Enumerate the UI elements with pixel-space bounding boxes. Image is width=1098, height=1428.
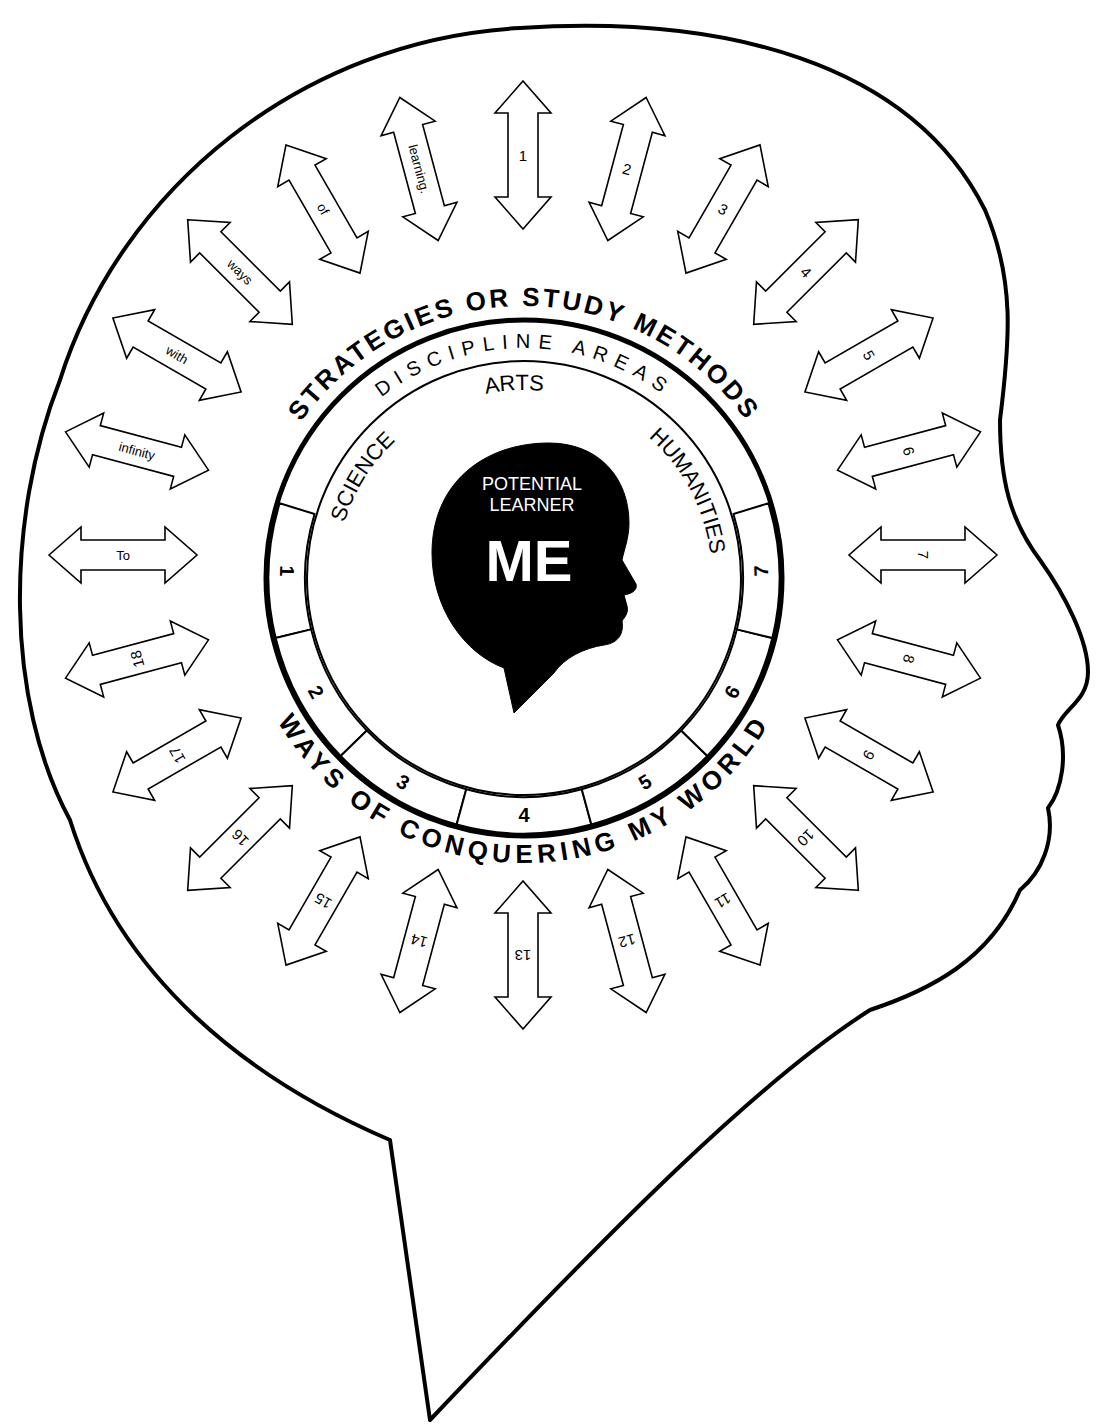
learner-head: POTENTIAL LEARNER ME [424, 438, 644, 718]
double-arrow: 4 [732, 198, 879, 345]
discipline-name: SCIENCE [325, 426, 399, 524]
arrow-label: 1 [519, 148, 527, 163]
double-arrow: 8 [829, 612, 989, 707]
double-arrow: 3 [660, 130, 785, 289]
double-arrow-shape [373, 90, 465, 247]
double-arrow: 12 [580, 861, 675, 1021]
double-arrow: 9 [790, 692, 949, 817]
double-arrow: 6 [829, 404, 989, 499]
double-arrow: infinity [57, 404, 217, 499]
double-arrow-shape [830, 405, 987, 497]
double-arrow-shape [168, 200, 312, 344]
inner-circle-shape [307, 361, 741, 795]
double-arrow-shape [373, 862, 465, 1019]
double-arrow: 5 [790, 292, 949, 417]
head-silhouette-line [20, 26, 1088, 1420]
double-arrow-shape [168, 766, 312, 910]
double-arrow: 13 [494, 880, 552, 1030]
segment-number: 7 [751, 565, 771, 577]
double-arrow-shape [791, 694, 947, 816]
double-arrow-shape [662, 823, 784, 979]
double-arrow: 11 [660, 822, 785, 981]
double-arrow: 16 [166, 764, 313, 911]
double-arrow: 15 [260, 822, 385, 981]
arrow-label: 12 [617, 932, 637, 951]
double-arrow: 17 [98, 692, 257, 817]
discipline-name: HUMANITIES [645, 422, 730, 555]
double-arrow: of [260, 130, 385, 289]
double-arrow-shape [734, 766, 878, 910]
discipline-name: HUMANITIES [645, 422, 730, 555]
outer-ring: STRATEGIES OR STUDY METHODSDISCIPLINE AR… [204, 258, 844, 898]
double-arrow-shape [581, 90, 673, 247]
double-arrow: learning. [372, 89, 467, 249]
double-arrow: with [98, 292, 257, 417]
double-arrow-shape [49, 527, 197, 583]
double-arrow: 18 [57, 612, 217, 707]
double-arrow-shape [495, 881, 551, 1029]
inner-circle: SCIENCE ARTS HUMANITIES POTENTIAL LEARNER ME [306, 360, 742, 796]
discipline-name: ARTS [482, 370, 544, 399]
double-arrow-shape [581, 862, 673, 1019]
ring-circle [266, 320, 782, 836]
double-arrow-shape [495, 81, 551, 229]
arrow-label: To [116, 549, 130, 562]
double-arrow: 7 [848, 526, 998, 584]
double-arrow-shape [849, 527, 997, 583]
arrow-label: 13 [515, 948, 532, 963]
head-caption: POTENTIAL LEARNER [464, 474, 600, 515]
double-arrow: ways [166, 198, 313, 345]
double-arrow: 2 [580, 89, 675, 249]
double-arrow-shape [99, 694, 255, 816]
discipline-name: ARTS [482, 370, 544, 399]
double-arrow-shape [734, 200, 878, 344]
double-arrow-shape [791, 294, 947, 416]
double-arrow-shape [830, 613, 987, 705]
learner-head-shape [432, 443, 636, 713]
double-arrow-shape [58, 405, 215, 497]
double-arrow-shape [662, 131, 784, 287]
segment-number: 4 [518, 805, 529, 825]
double-arrow-shape [262, 131, 384, 287]
double-arrow: 10 [732, 764, 879, 911]
double-arrow: To [48, 526, 198, 584]
segment-number: 1 [277, 565, 297, 577]
double-arrow: 14 [372, 861, 467, 1021]
head-caption: ME [449, 532, 609, 590]
double-arrow-shape [262, 823, 384, 979]
discipline-name: SCIENCE [325, 426, 399, 524]
arrow-label: 7 [916, 551, 931, 559]
double-arrow: 1 [494, 80, 552, 230]
double-arrow-shape [99, 294, 255, 416]
double-arrow-shape [58, 613, 215, 705]
